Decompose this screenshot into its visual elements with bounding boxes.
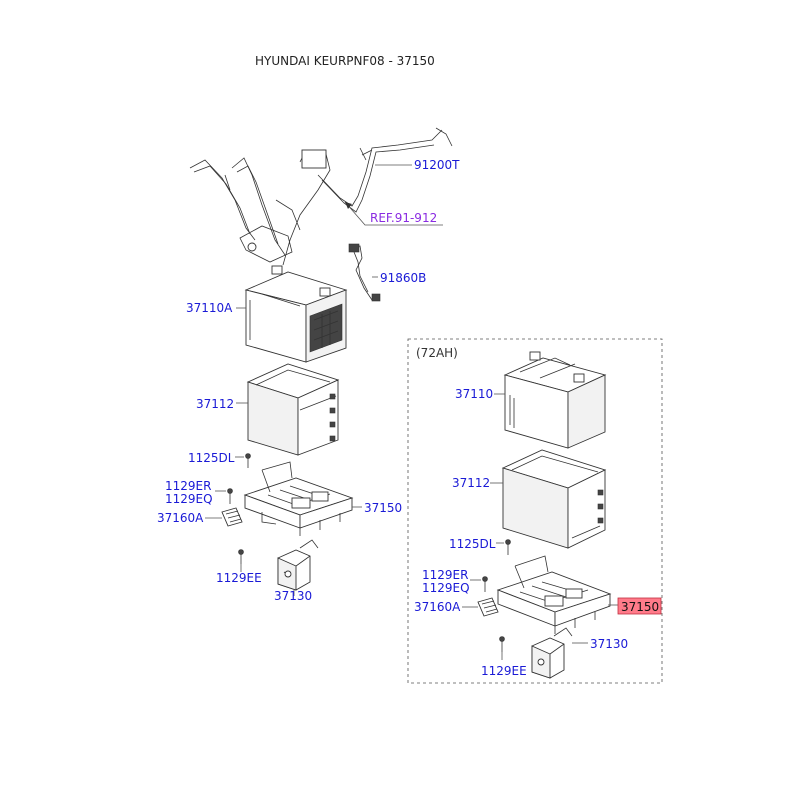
label-1129EE-left[interactable]: 1129EE — [216, 571, 262, 585]
label-1129ER-right[interactable]: 1129ER — [422, 568, 468, 582]
label-37130-left[interactable]: 37130 — [274, 589, 312, 603]
bolt-1129EE-left — [238, 549, 244, 564]
label-91860B[interactable]: 91860B — [380, 271, 426, 285]
ref-link-91-912[interactable]: REF.91-912 — [370, 211, 437, 225]
battery-cable-91860B — [348, 243, 381, 302]
label-37112[interactable]: 37112 — [196, 397, 234, 411]
label-1129ER-left[interactable]: 1129ER — [165, 479, 211, 493]
battery-tray-37150-left — [243, 461, 354, 536]
section-72ah-frame — [407, 338, 663, 684]
section-label-72ah: (72AH) — [416, 346, 458, 360]
label-1125DL-left[interactable]: 1125DL — [188, 451, 235, 465]
label-37110A[interactable]: 37110A — [186, 301, 233, 315]
label-37160A-left[interactable]: 37160A — [157, 511, 204, 525]
clamp-37160A-left — [221, 507, 243, 527]
bracket-37130-right — [531, 627, 573, 679]
label-37110[interactable]: 37110 — [455, 387, 493, 401]
bolt-1129EE-right — [499, 636, 505, 652]
bracket-37130-left — [277, 539, 319, 591]
battery-37110A — [244, 265, 348, 363]
battery-insulator-37112-right — [501, 449, 607, 549]
label-37150-right-highlighted[interactable]: 37150 — [621, 600, 659, 614]
label-1129EQ-right[interactable]: 1129EQ — [422, 581, 470, 595]
battery-insulator-37112 — [246, 363, 340, 456]
bolt-1129ER-EQ-left — [227, 488, 233, 504]
label-91200T[interactable]: 91200T — [414, 158, 460, 172]
label-1129EE-right[interactable]: 1129EE — [481, 664, 527, 678]
label-37160A-right[interactable]: 37160A — [414, 600, 461, 614]
label-37150-left[interactable]: 37150 — [364, 501, 402, 515]
bolt-1129ER-EQ-right — [482, 576, 488, 592]
label-37112-right[interactable]: 37112 — [452, 476, 490, 490]
battery-cable-harness — [189, 127, 453, 266]
bolt-1125DL-right — [505, 539, 511, 555]
clamp-37160A-right — [477, 597, 499, 617]
battery-tray-37150-right — [496, 555, 612, 634]
label-1129EQ-left[interactable]: 1129EQ — [165, 492, 213, 506]
battery-37110 — [503, 351, 607, 449]
label-1125DL-right[interactable]: 1125DL — [449, 537, 496, 551]
highlight-box-37150 — [617, 597, 662, 615]
page-title: HYUNDAI KEURPNF08 - 37150 — [255, 54, 435, 68]
bolt-1125DL — [245, 453, 251, 468]
label-37130-right[interactable]: 37130 — [590, 637, 628, 651]
